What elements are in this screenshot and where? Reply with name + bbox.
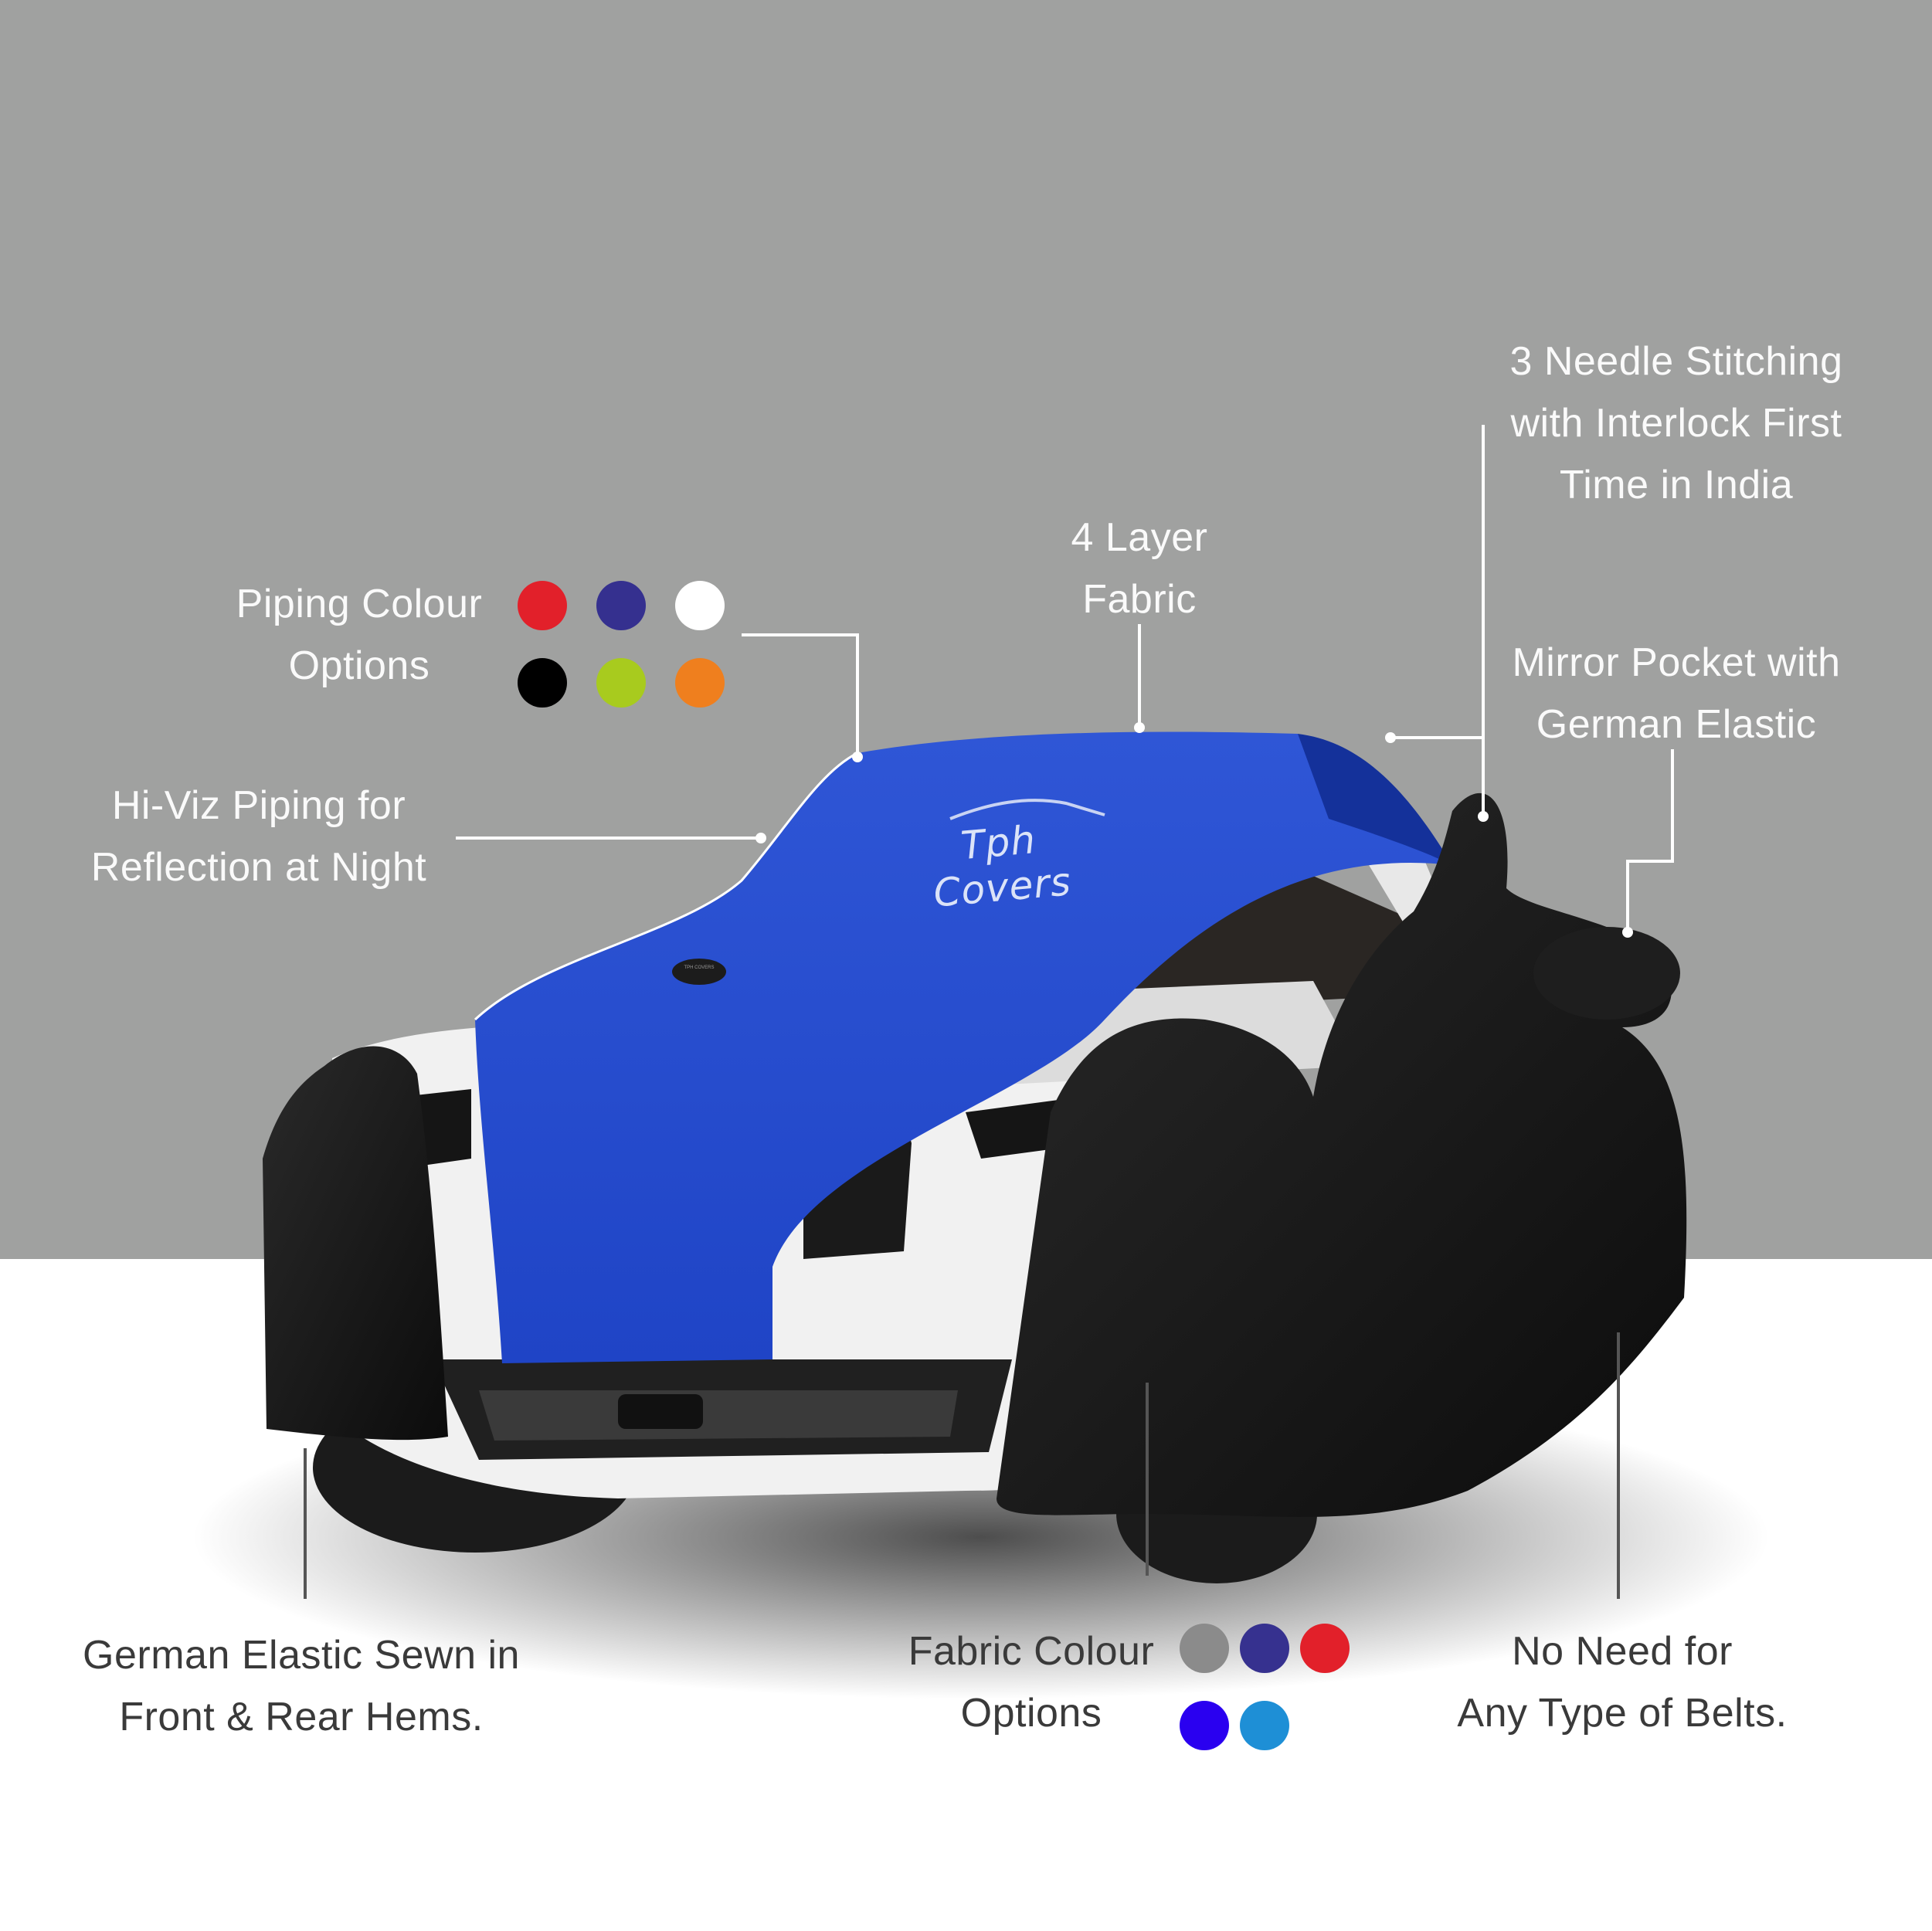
hi-viz-line2: Reflection at Night xyxy=(90,845,427,890)
stitching-cover-dot xyxy=(1478,811,1489,822)
german-elastic-line1: German Elastic Sewn in xyxy=(83,1633,520,1678)
fabric-swatch-red[interactable] xyxy=(1300,1624,1350,1673)
cover-blue-back xyxy=(1298,734,1452,865)
layer-fabric-label: 4 Layer Fabric xyxy=(1024,507,1255,630)
mirror-pocket-line1: Mirror Pocket with xyxy=(1512,640,1841,685)
fabric-swatch-indigo[interactable] xyxy=(1240,1624,1289,1673)
no-belts-line2: Any Type of Belts. xyxy=(1457,1691,1788,1736)
piping-colour-swatches xyxy=(518,581,725,708)
piping-swatch-indigo[interactable] xyxy=(596,581,646,630)
fabric-colour-line2: Options xyxy=(960,1691,1102,1736)
mirror-pocket-line2: German Elastic xyxy=(1536,702,1817,747)
hiviz-leader-dot xyxy=(755,833,766,843)
piping-swatch-black[interactable] xyxy=(518,658,567,708)
piping-swatch-red[interactable] xyxy=(518,581,567,630)
piping-leader-line xyxy=(742,633,859,755)
piping-colour-line2: Options xyxy=(288,643,430,688)
mirror-pocket xyxy=(1533,927,1680,1020)
fabric-swatch-grey[interactable] xyxy=(1180,1624,1229,1673)
cover-badge xyxy=(672,959,726,985)
fabric-swatch-sky-blue[interactable] xyxy=(1240,1701,1289,1750)
front-plate xyxy=(618,1394,703,1429)
fabric-colour-label: Fabric Colour Options xyxy=(892,1620,1170,1744)
needle-stitching-line1: 3 Needle Stitching xyxy=(1509,339,1843,384)
fabric-swatch-blue[interactable] xyxy=(1180,1701,1229,1750)
piping-swatch-orange[interactable] xyxy=(675,658,725,708)
needle-stitching-line3: Time in India xyxy=(1559,463,1794,507)
no-belts-line1: No Need for xyxy=(1512,1629,1733,1674)
logo-car-outline xyxy=(949,799,1105,820)
german-elastic-label: German Elastic Sewn in Front & Rear Hems… xyxy=(70,1624,533,1748)
piping-colour-line1: Piping Colour xyxy=(236,582,483,626)
piping-leader-dot xyxy=(852,752,863,762)
fabric-colour-line1: Fabric Colour xyxy=(908,1629,1155,1674)
german-elastic-line2: Front & Rear Hems. xyxy=(119,1695,484,1739)
hi-viz-label: Hi-Viz Piping for Reflection at Night xyxy=(70,775,448,898)
cover-blue-panel xyxy=(475,731,1452,1363)
cover-badge-text: TPH COVERS xyxy=(684,966,715,970)
mirror-leader-dot xyxy=(1622,927,1633,938)
hi-viz-piping xyxy=(474,752,858,1021)
layer-fabric-line1: 4 Layer xyxy=(1071,515,1208,560)
stitching-leader-dot xyxy=(1385,732,1396,743)
piping-swatch-white[interactable] xyxy=(675,581,725,630)
bumper-mesh xyxy=(479,1390,958,1441)
layer-leader-dot xyxy=(1134,722,1145,733)
hi-viz-line1: Hi-Viz Piping for xyxy=(111,783,406,828)
layer-fabric-line2: Fabric xyxy=(1082,577,1197,622)
mirror-pocket-label: Mirror Pocket with German Elastic xyxy=(1491,632,1862,755)
fabric-colour-swatches xyxy=(1180,1624,1350,1750)
piping-colour-label: Piping Colour Options xyxy=(220,573,498,697)
needle-stitching-label: 3 Needle Stitching with Interlock First … xyxy=(1483,331,1869,516)
needle-stitching-line2: with Interlock First xyxy=(1510,401,1842,446)
stitching-leader-line xyxy=(1390,425,1485,739)
cover-left-front xyxy=(263,1046,448,1441)
cover-logo-text: Tph Covers xyxy=(932,816,1073,916)
cover-right-side xyxy=(997,792,1687,1517)
piping-swatch-lime[interactable] xyxy=(596,658,646,708)
no-belts-label: No Need for Any Type of Belts. xyxy=(1421,1620,1823,1744)
mirror-leader-line xyxy=(1626,749,1674,931)
